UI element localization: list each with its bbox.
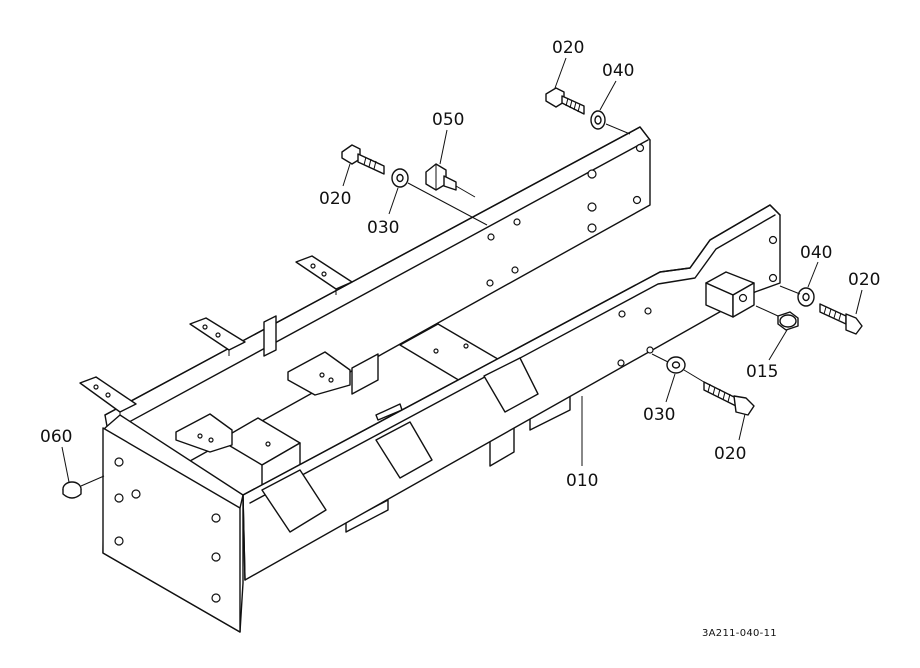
- bolt-020-left: [341, 144, 385, 175]
- callout-010: 010: [566, 471, 598, 491]
- callout-020-top: 020: [552, 38, 584, 58]
- bolt-020-bottom: [703, 381, 755, 416]
- leader-lines: [61, 57, 863, 483]
- plug-060: [62, 481, 82, 499]
- drawing-reference-code: 3A211-040-11: [702, 628, 777, 639]
- front-rail-pads: [261, 357, 539, 533]
- washer-030-right: [666, 356, 686, 374]
- plug-015: [777, 311, 799, 331]
- callout-040-right: 040: [800, 243, 832, 263]
- bolt-020-right: [819, 303, 863, 335]
- callout-labels: 020 040 050 020 030 040 020 015 030 020 …: [40, 38, 880, 491]
- callout-030-left: 030: [367, 218, 399, 238]
- washer-040-right: [797, 287, 815, 307]
- front-end-plate: [102, 414, 244, 633]
- callout-030-right: 030: [643, 405, 675, 425]
- mounting-block: [705, 271, 755, 318]
- callout-040-top: 040: [602, 61, 634, 81]
- fitting-050: [425, 163, 457, 191]
- rear-rail-holes: [486, 143, 645, 287]
- callout-060: 060: [40, 427, 72, 447]
- callout-020-left: 020: [319, 189, 351, 209]
- bolt-020-top: [545, 87, 585, 115]
- callout-020-bottom: 020: [714, 444, 746, 464]
- callout-015: 015: [746, 362, 778, 382]
- rail-mount-brackets: [79, 255, 353, 418]
- washer-040-top: [590, 110, 606, 130]
- front-rail-holes: [617, 235, 778, 367]
- washer-030-left: [391, 168, 409, 188]
- callout-050: 050: [432, 110, 464, 130]
- callout-020-right: 020: [848, 270, 880, 290]
- rear-side-rail: [104, 126, 651, 501]
